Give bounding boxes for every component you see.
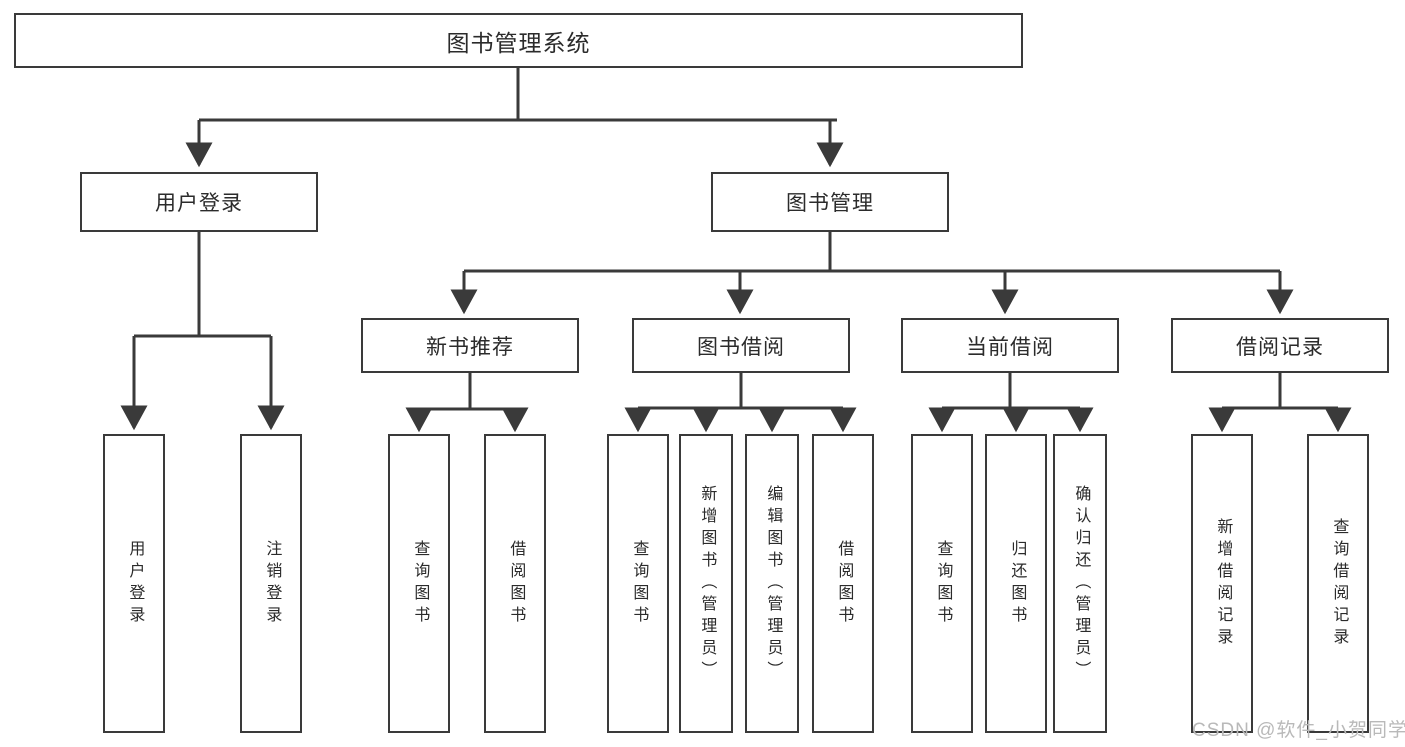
node-leaf-add-book[interactable]: 新增图书（管理员） (679, 434, 733, 733)
node-leaf-query-book-2-label: 查询图书 (630, 539, 648, 628)
node-book-borrow-label: 图书借阅 (697, 335, 785, 359)
node-leaf-add-book-label: 新增图书（管理员） (698, 484, 716, 683)
node-book-manage[interactable]: 图书管理 (711, 172, 949, 232)
node-leaf-add-record[interactable]: 新增借阅记录 (1191, 434, 1253, 733)
node-leaf-logout-label: 注销登录 (263, 539, 281, 628)
node-leaf-return-book[interactable]: 归还图书 (985, 434, 1047, 733)
node-leaf-query-record-label: 查询借阅记录 (1330, 517, 1348, 650)
node-leaf-query-book-3-label: 查询图书 (934, 539, 952, 628)
node-leaf-query-record[interactable]: 查询借阅记录 (1307, 434, 1369, 733)
node-leaf-user-login-label: 用户登录 (126, 539, 144, 628)
node-leaf-query-book-2[interactable]: 查询图书 (607, 434, 669, 733)
node-root[interactable]: 图书管理系统 (14, 13, 1023, 68)
node-borrow-record[interactable]: 借阅记录 (1171, 318, 1389, 373)
node-leaf-user-login[interactable]: 用户登录 (103, 434, 165, 733)
node-leaf-query-book-1[interactable]: 查询图书 (388, 434, 450, 733)
node-leaf-edit-book-label: 编辑图书（管理员） (764, 484, 782, 683)
node-current-borrow-label: 当前借阅 (966, 335, 1054, 359)
node-leaf-query-book-1-label: 查询图书 (411, 539, 429, 628)
node-leaf-confirm-return-label: 确认归还（管理员） (1072, 484, 1090, 683)
node-leaf-add-record-label: 新增借阅记录 (1214, 517, 1232, 650)
node-borrow-record-label: 借阅记录 (1236, 335, 1324, 359)
node-new-book-rec[interactable]: 新书推荐 (361, 318, 579, 373)
node-leaf-borrow-book-1[interactable]: 借阅图书 (484, 434, 546, 733)
node-leaf-return-book-label: 归还图书 (1008, 539, 1026, 628)
node-leaf-borrow-book-2[interactable]: 借阅图书 (812, 434, 874, 733)
node-user-login[interactable]: 用户登录 (80, 172, 318, 232)
node-leaf-query-book-3[interactable]: 查询图书 (911, 434, 973, 733)
node-book-manage-label: 图书管理 (786, 192, 874, 215)
node-leaf-edit-book[interactable]: 编辑图书（管理员） (745, 434, 799, 733)
node-root-label: 图书管理系统 (446, 29, 591, 56)
node-book-borrow[interactable]: 图书借阅 (632, 318, 850, 373)
csdn-watermark: CSDN @软件_小贺同学 (1192, 720, 1405, 741)
node-user-login-label: 用户登录 (155, 192, 243, 215)
node-leaf-borrow-book-1-label: 借阅图书 (507, 539, 525, 628)
node-leaf-borrow-book-2-label: 借阅图书 (835, 539, 853, 628)
node-leaf-logout[interactable]: 注销登录 (240, 434, 302, 733)
node-leaf-confirm-return[interactable]: 确认归还（管理员） (1053, 434, 1107, 733)
node-new-book-rec-label: 新书推荐 (426, 335, 514, 359)
node-current-borrow[interactable]: 当前借阅 (901, 318, 1119, 373)
